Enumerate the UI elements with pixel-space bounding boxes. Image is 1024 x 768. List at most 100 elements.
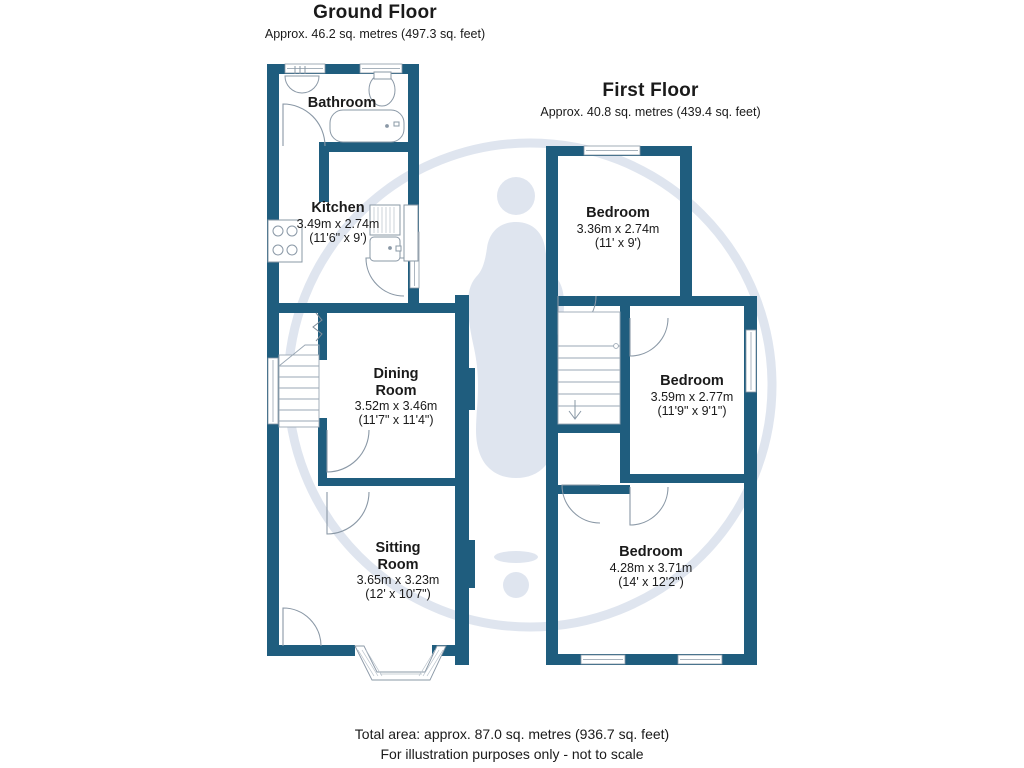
wall-landing-lower <box>558 424 622 433</box>
bedroom-2-name: Bedroom <box>660 373 724 389</box>
wall-top-right-first <box>680 296 757 306</box>
ground-floor-title-block: Ground Floor Approx. 46.2 sq. metres (49… <box>235 2 515 41</box>
staircase-ground <box>278 312 323 428</box>
sink-basin <box>284 75 320 94</box>
watermark-figure <box>468 177 564 598</box>
wall-bottom-first <box>546 654 757 665</box>
kitchen-tap <box>395 245 402 252</box>
wall-bed2-bed3 <box>620 474 757 483</box>
kitchen-plug <box>388 246 392 250</box>
bath-tub <box>329 109 405 143</box>
bathroom-name: Bathroom <box>307 95 377 111</box>
chimney-sitting <box>461 540 475 588</box>
window-bed1-top <box>583 145 641 156</box>
wall-party-first <box>546 296 558 664</box>
toilet-cistern <box>373 71 392 80</box>
door-dining <box>326 429 370 473</box>
ground-doors <box>282 103 405 647</box>
wall-landing-right <box>620 306 630 482</box>
door-bedroom-2 <box>629 317 669 357</box>
counter-run <box>403 204 419 262</box>
watermark-head <box>497 177 535 215</box>
bedroom-2-dims-imperial: (11'9" x 9'1") <box>657 403 727 418</box>
bath-tap <box>393 121 400 127</box>
wall-hall-right-upper <box>318 310 327 360</box>
total-area-text: Total area: approx. 87.0 sq. metres (936… <box>354 726 670 742</box>
hob-unit <box>267 219 303 263</box>
watermark-body <box>468 222 564 478</box>
watermark-base-bar <box>494 551 538 563</box>
room-label-kitchen: Kitchen 3.49m x 2.74m (11'6" x 9') <box>278 200 398 245</box>
room-label-bedroom-3: Bedroom 4.28m x 3.71m (14' x 12'2") <box>586 544 716 589</box>
wall-dining-sitting <box>326 478 456 486</box>
bedroom-2-dims-metric: 3.59m x 2.77m <box>650 389 734 404</box>
wall-kitchen-dining-right <box>357 303 467 313</box>
bedroom-3-name: Bedroom <box>619 544 683 560</box>
door-front <box>282 607 322 647</box>
kitchen-dims-imperial: (11'6" x 9') <box>309 230 367 245</box>
drainer-unit <box>369 204 401 236</box>
dining-room-dims-metric: 3.52m x 3.46m <box>354 399 438 414</box>
wall-hall-right-lower <box>318 418 327 486</box>
room-label-bedroom-1: Bedroom 3.36m x 2.74m (11' x 9') <box>553 205 683 250</box>
bath-plug <box>385 124 389 128</box>
wall-right-upper <box>408 64 419 312</box>
hob-burner-4 <box>286 244 298 256</box>
bedroom-3-dims-imperial: (14' x 12'2") <box>618 574 684 589</box>
room-label-bedroom-2: Bedroom 3.59m x 2.77m (11'9" x 9'1") <box>627 373 757 418</box>
bedroom-1-dims-metric: 3.36m x 2.74m <box>576 221 660 236</box>
room-label-dining-room: Dining Room 3.52m x 3.46m (11'7" x 11'4"… <box>334 366 458 428</box>
wall-bathroom-stub <box>319 142 329 202</box>
sitting-room-dims-metric: 3.65m x 3.23m <box>356 573 440 588</box>
door-bedroom-3 <box>629 486 669 526</box>
wall-front-left <box>267 645 355 656</box>
disclaimer-text: For illustration purposes only - not to … <box>380 746 644 763</box>
dining-room-dims-imperial: (11'7" x 11'4") <box>358 413 434 428</box>
kitchen-dims-metric: 3.49m x 2.74m <box>296 216 380 231</box>
dining-room-name: Dining <box>373 366 419 382</box>
wall-landing-bottom <box>558 485 630 494</box>
watermark-base-dot <box>503 572 529 598</box>
bathroom-fixtures <box>284 66 405 143</box>
wall-bed1-right <box>680 146 692 306</box>
bedroom-1-dims-imperial: (11' x 9') <box>594 235 642 250</box>
dining-room-name-line2: Room <box>375 382 417 399</box>
door-bathroom <box>282 103 326 147</box>
window-bed2-right <box>745 329 757 393</box>
door-kitchen <box>365 257 405 297</box>
staircase-first <box>557 311 621 425</box>
wall-top-bathroom <box>267 64 419 74</box>
kitchen-fixtures <box>267 204 419 263</box>
footer-block: Total area: approx. 87.0 sq. metres (936… <box>0 724 1024 765</box>
bay-window-sitting <box>354 645 447 681</box>
kitchen-name: Kitchen <box>311 200 365 216</box>
first-floor-title-block: First Floor Approx. 40.8 sq. metres (439… <box>508 80 793 119</box>
ground-floor-area: Approx. 46.2 sq. metres (497.3 sq. feet) <box>264 27 486 41</box>
hob-burner-2 <box>286 225 298 237</box>
sitting-room-name: Sitting <box>375 540 421 556</box>
ground-floor-title: Ground Floor <box>313 2 437 23</box>
wall-bed1-bottom <box>546 296 692 306</box>
sitting-room-dims-imperial: (12' x 10'7") <box>365 587 431 602</box>
wall-bed1-left <box>546 146 558 306</box>
sitting-room-name-line2: Room <box>377 556 419 573</box>
window-bed3-bottom-2 <box>677 654 723 665</box>
wall-bathroom-divider <box>319 142 419 152</box>
room-label-sitting-room: Sitting Room 3.65m x 3.23m (12' x 10'7") <box>336 540 460 602</box>
first-floor-area: Approx. 40.8 sq. metres (439.4 sq. feet) <box>540 105 761 119</box>
bedroom-3-dims-metric: 4.28m x 3.71m <box>609 560 693 575</box>
door-landing-cupboard <box>561 484 601 524</box>
room-label-bathroom: Bathroom <box>282 95 402 112</box>
door-sitting <box>326 491 370 535</box>
wall-front-right <box>432 645 469 656</box>
window-bed3-bottom-1 <box>580 654 626 665</box>
chimney-dining <box>461 368 475 410</box>
bedroom-1-name: Bedroom <box>586 205 650 221</box>
first-floor-title: First Floor <box>602 80 699 101</box>
hob-burner-1 <box>272 225 284 237</box>
hob-burner-3 <box>272 244 284 256</box>
